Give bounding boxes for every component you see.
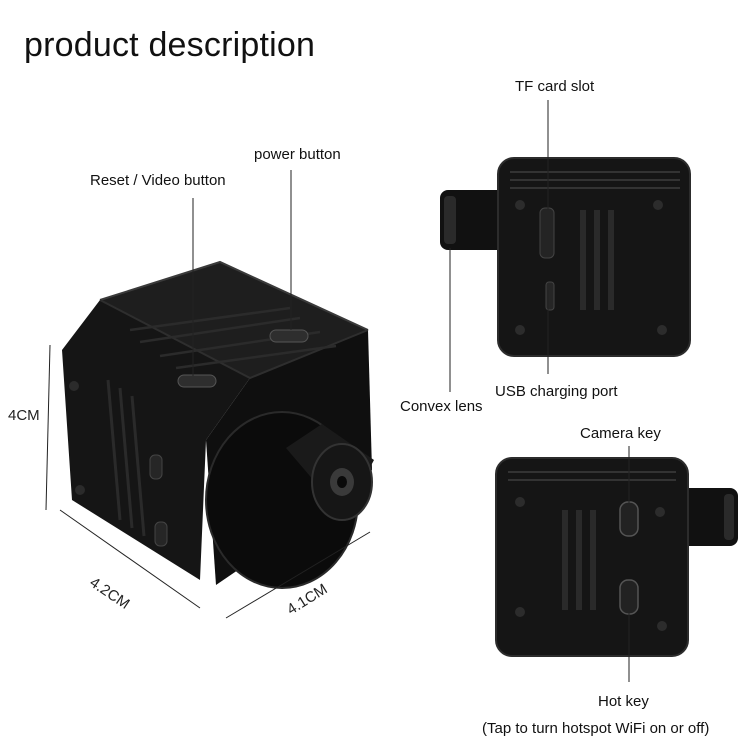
dimension-lines: [45, 344, 371, 619]
pointer-lines-top-right: [449, 100, 549, 392]
camera-cube-main: [62, 260, 374, 589]
label-usb-charging-port: USB charging port: [495, 383, 618, 400]
label-hot-key-note: (Tap to turn hotspot WiFi on or off): [482, 720, 710, 737]
page-title: product description: [24, 26, 316, 64]
label-tf-card-slot: TF card slot: [515, 78, 595, 95]
camera-side-bottom: [495, 457, 738, 657]
pointer-lines-left: [192, 170, 292, 376]
label-hot-key: Hot key: [598, 693, 649, 710]
dimension-height: 4CM: [8, 407, 40, 424]
label-convex-lens: Convex lens: [400, 398, 483, 415]
camera-side-top: [440, 157, 691, 357]
label-power-button: power button: [254, 146, 341, 163]
label-reset-video-button: Reset / Video button: [90, 172, 226, 189]
label-camera-key: Camera key: [580, 425, 661, 442]
